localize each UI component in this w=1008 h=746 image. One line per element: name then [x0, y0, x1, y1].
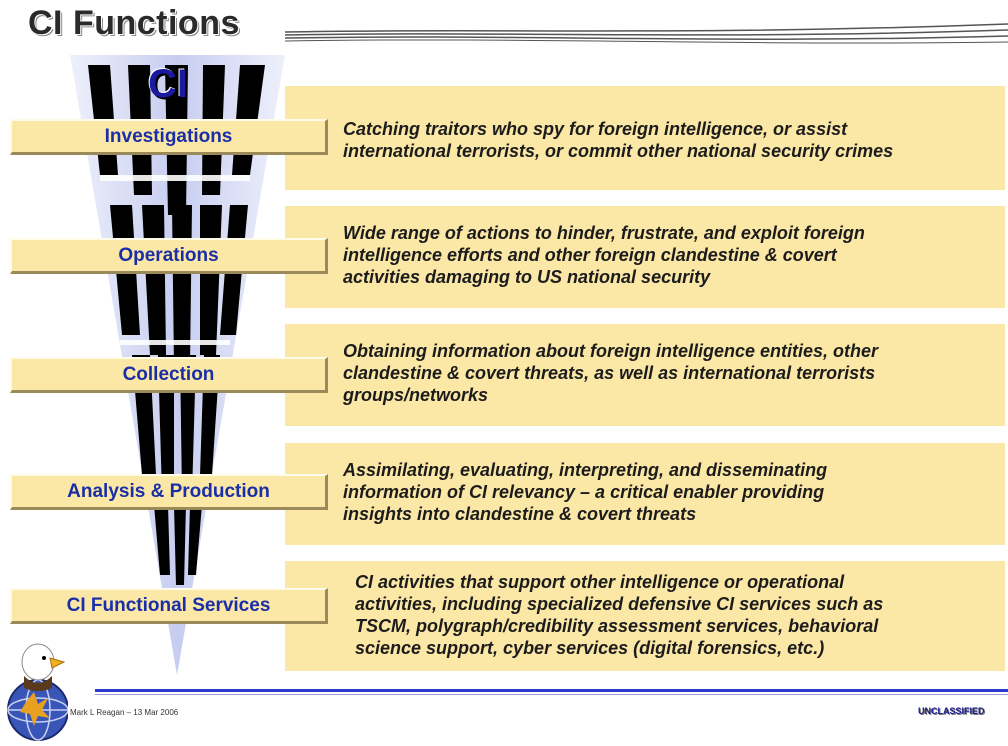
- description-text: Catching traitors who spy for foreign in…: [343, 118, 995, 162]
- function-label-operations: Operations: [10, 238, 328, 274]
- function-label-analysis-production: Analysis & Production: [10, 474, 328, 510]
- description-line: CI activities that support other intelli…: [355, 572, 845, 592]
- footer-rule-thin: [95, 694, 1008, 695]
- description-box-investigations: Catching traitors who spy for foreign in…: [285, 86, 1005, 190]
- description-line: international terrorists, or commit othe…: [343, 141, 894, 161]
- description-box-operations: Wide range of actions to hinder, frustra…: [285, 206, 1005, 308]
- description-line: science support, cyber services (digital…: [355, 638, 825, 658]
- description-line: insights into clandestine & covert threa…: [343, 504, 697, 524]
- description-line: Wide range of actions to hinder, frustra…: [343, 223, 865, 243]
- description-box-ci-functional-services: CI activities that support other intelli…: [285, 561, 1005, 671]
- description-box-analysis-production: Assimilating, evaluating, interpreting, …: [285, 443, 1005, 545]
- description-line: intelligence efforts and other foreign c…: [343, 245, 837, 265]
- function-label-ci-functional-services: CI Functional Services: [10, 588, 328, 624]
- title-decorative-rule: [285, 23, 1008, 44]
- description-line: Obtaining information about foreign inte…: [343, 341, 879, 361]
- description-box-collection: Obtaining information about foreign inte…: [285, 324, 1005, 426]
- description-text: CI activities that support other intelli…: [355, 571, 995, 659]
- function-label-collection: Collection: [10, 357, 328, 393]
- page-title: CI Functions: [28, 4, 240, 42]
- description-line: Catching traitors who spy for foreign in…: [343, 119, 848, 139]
- funnel-ci-label: CI: [148, 62, 188, 106]
- footer-rule: [95, 689, 1008, 692]
- function-label-investigations: Investigations: [10, 119, 328, 155]
- footer-author-date: Mark L Reagan – 13 Mar 2006: [70, 708, 179, 717]
- description-line: Assimilating, evaluating, interpreting, …: [343, 460, 828, 480]
- description-line: groups/networks: [343, 385, 489, 405]
- description-line: activities, including specialized defens…: [355, 594, 884, 614]
- description-text: Wide range of actions to hinder, frustra…: [343, 222, 995, 288]
- description-line: TSCM, polygraph/credibility assessment s…: [355, 616, 879, 636]
- description-text: Obtaining information about foreign inte…: [343, 340, 995, 406]
- eagle-globe-logo: [7, 643, 68, 741]
- description-line: activities damaging to US national secur…: [343, 267, 711, 287]
- footer-classification: UNCLASSIFIED: [918, 706, 985, 716]
- description-line: information of CI relevancy – a critical…: [343, 482, 825, 502]
- description-line: clandestine & covert threats, as well as…: [343, 363, 876, 383]
- description-text: Assimilating, evaluating, interpreting, …: [343, 459, 995, 525]
